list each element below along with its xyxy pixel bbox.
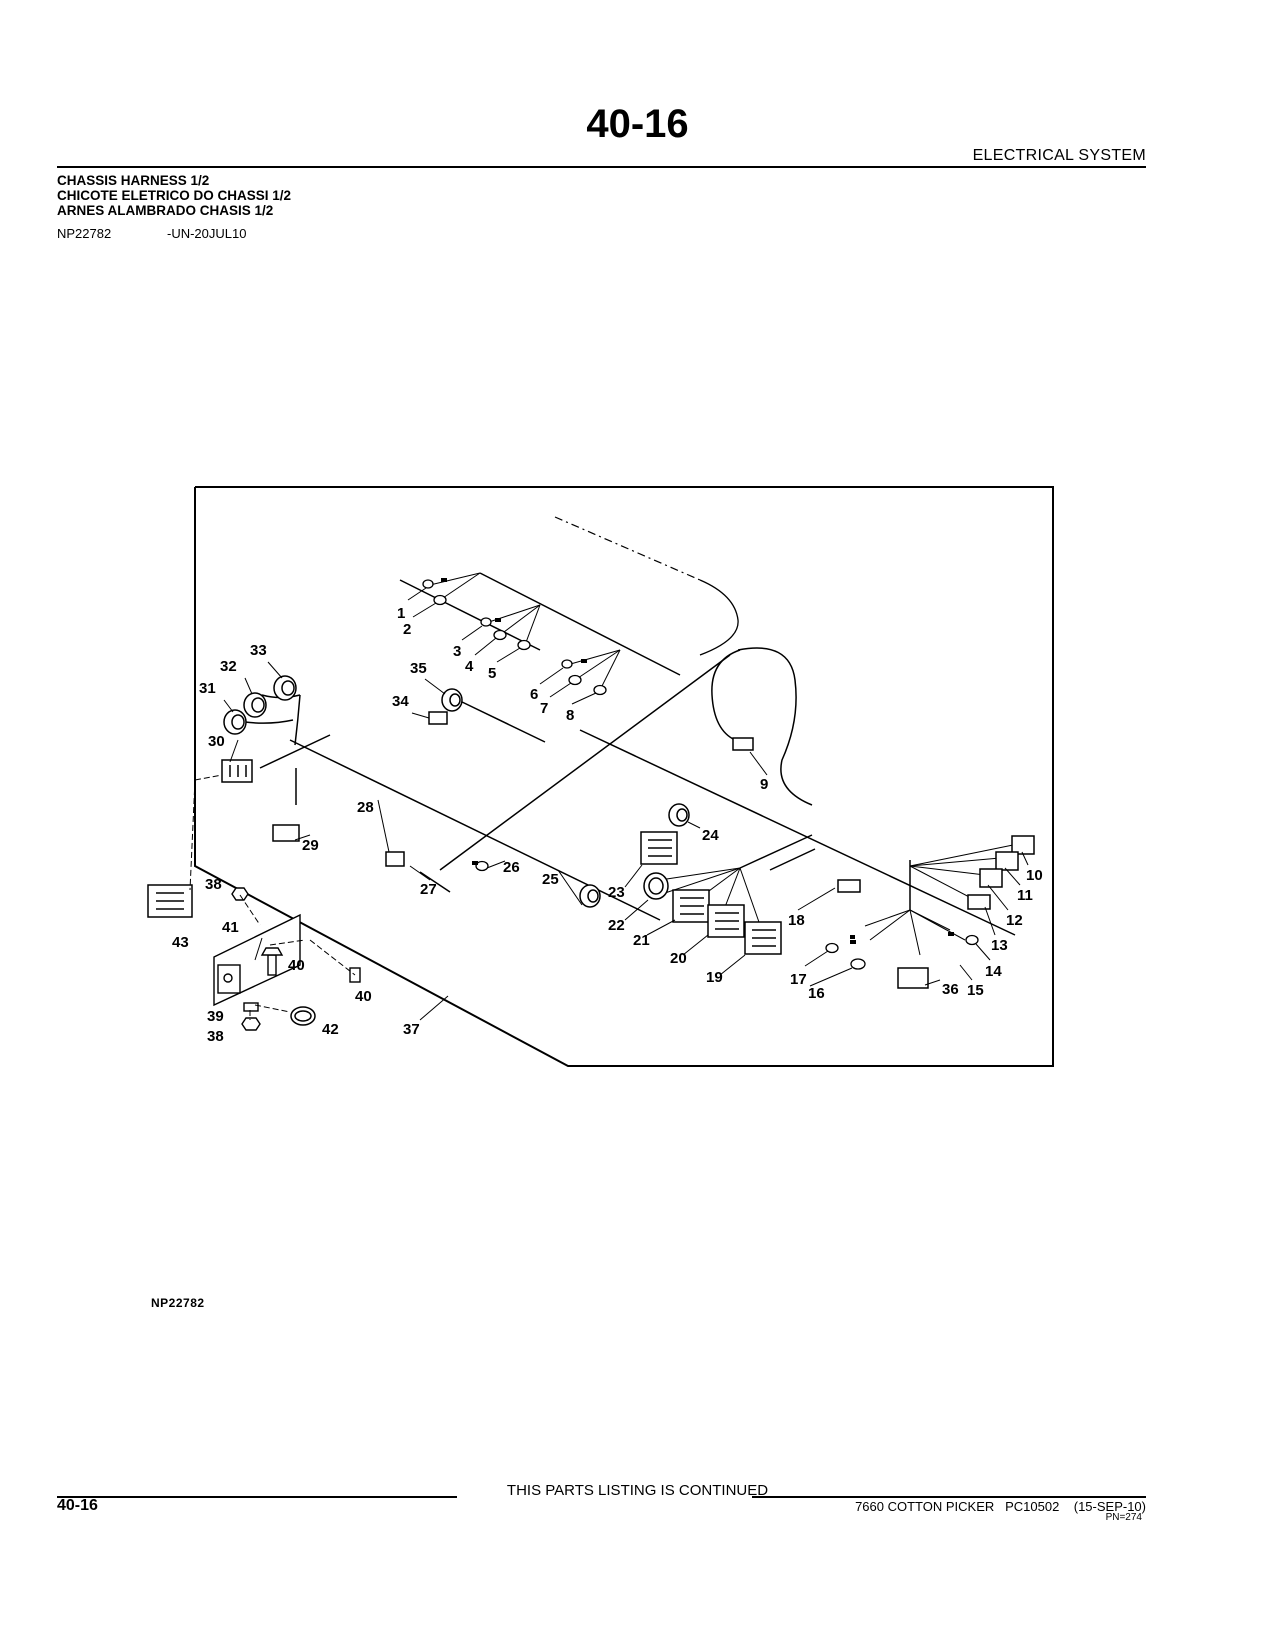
callout-26: 26	[503, 859, 520, 876]
callout-6: 6	[530, 686, 538, 703]
callout-29: 29	[302, 837, 319, 854]
callout-5: 5	[488, 665, 496, 682]
callout-8: 8	[566, 707, 574, 724]
callout-16: 16	[808, 985, 825, 1002]
callout-18: 18	[788, 912, 805, 929]
callout-2: 2	[403, 621, 411, 638]
callout-10: 10	[1026, 867, 1043, 884]
callout-3: 3	[453, 643, 461, 660]
callout-36: 36	[942, 981, 959, 998]
callout-1: 1	[397, 605, 405, 622]
callout-20: 20	[670, 950, 687, 967]
chassis-harness-diagram: 1 2 3 4 5 6 7 8 9 10 11 12 13 14 15 16 1…	[147, 486, 1054, 1067]
small-pins	[441, 578, 954, 944]
section-title: ELECTRICAL SYSTEM	[972, 147, 1146, 164]
callout-38-top: 38	[205, 876, 222, 893]
title-english: CHASSIS HARNESS 1/2	[57, 173, 210, 188]
callout-30: 30	[208, 733, 225, 750]
callout-33: 33	[250, 642, 267, 659]
callout-42: 42	[322, 1021, 339, 1038]
callout-17: 17	[790, 971, 807, 988]
harness-trunks	[244, 572, 1016, 936]
callout-14: 14	[985, 963, 1002, 980]
mounting-bracket	[213, 887, 361, 1031]
block-connectors	[147, 711, 1035, 989]
callout-39: 39	[207, 1008, 224, 1025]
figure-date: -UN-20JUL10	[167, 226, 247, 241]
callout-13: 13	[991, 937, 1008, 954]
callout-43: 43	[172, 934, 189, 951]
callout-4: 4	[465, 658, 474, 675]
callout-35: 35	[410, 660, 427, 677]
continued-rule-left	[57, 1496, 457, 1498]
title-spanish: ARNES ALAMBRADO CHASIS 1/2	[57, 203, 274, 218]
leader-lines	[223, 587, 1029, 1021]
callout-12: 12	[1006, 912, 1023, 929]
continued-rule-right	[752, 1496, 1146, 1498]
callout-19: 19	[706, 969, 723, 986]
round-connectors	[223, 675, 690, 1026]
callout-25: 25	[542, 871, 559, 888]
callout-27: 27	[420, 881, 437, 898]
footer-page-number: 40-16	[57, 1497, 98, 1514]
diagram-frame	[194, 486, 1054, 1067]
callout-7: 7	[540, 700, 548, 717]
callout-24: 24	[702, 827, 719, 844]
callout-labels: 1 2 3 4 5 6 7 8 9 10 11 12 13 14 15 16 1…	[172, 605, 1043, 1045]
callout-40-lower: 40	[355, 988, 372, 1005]
callout-41: 41	[222, 919, 239, 936]
callout-21: 21	[633, 932, 650, 949]
footer-pn: PN=274	[1105, 1512, 1142, 1523]
title-portuguese: CHICOTE ELETRICO DO CHASSI 1/2	[57, 188, 292, 203]
callout-23: 23	[608, 884, 625, 901]
callout-32: 32	[220, 658, 237, 675]
callout-28: 28	[357, 799, 374, 816]
callout-11: 11	[1017, 887, 1033, 904]
assembly-lines	[189, 774, 356, 1020]
figure-code: NP22782	[151, 1296, 205, 1310]
callout-9: 9	[760, 776, 768, 793]
footer-publication-info: 7660 COTTON PICKER PC10502 (15-SEP-10)	[855, 1499, 1146, 1514]
breakout-wires	[429, 572, 1014, 956]
ring-terminals	[422, 579, 979, 970]
header-rule	[57, 166, 1146, 168]
figure-reference: NP22782	[57, 226, 112, 241]
page-number: 40-16	[586, 102, 689, 146]
callout-34: 34	[392, 693, 409, 710]
callout-22: 22	[608, 917, 625, 934]
continued-notice: THIS PARTS LISTING IS CONTINUED	[506, 1482, 769, 1499]
callout-40-upper: 40	[288, 957, 305, 974]
callout-31: 31	[199, 680, 216, 697]
callout-15: 15	[967, 982, 984, 999]
hidden-outline	[554, 516, 701, 581]
callout-38-bottom: 38	[207, 1028, 224, 1045]
callout-37: 37	[403, 1021, 420, 1038]
harness-wire	[699, 579, 739, 656]
